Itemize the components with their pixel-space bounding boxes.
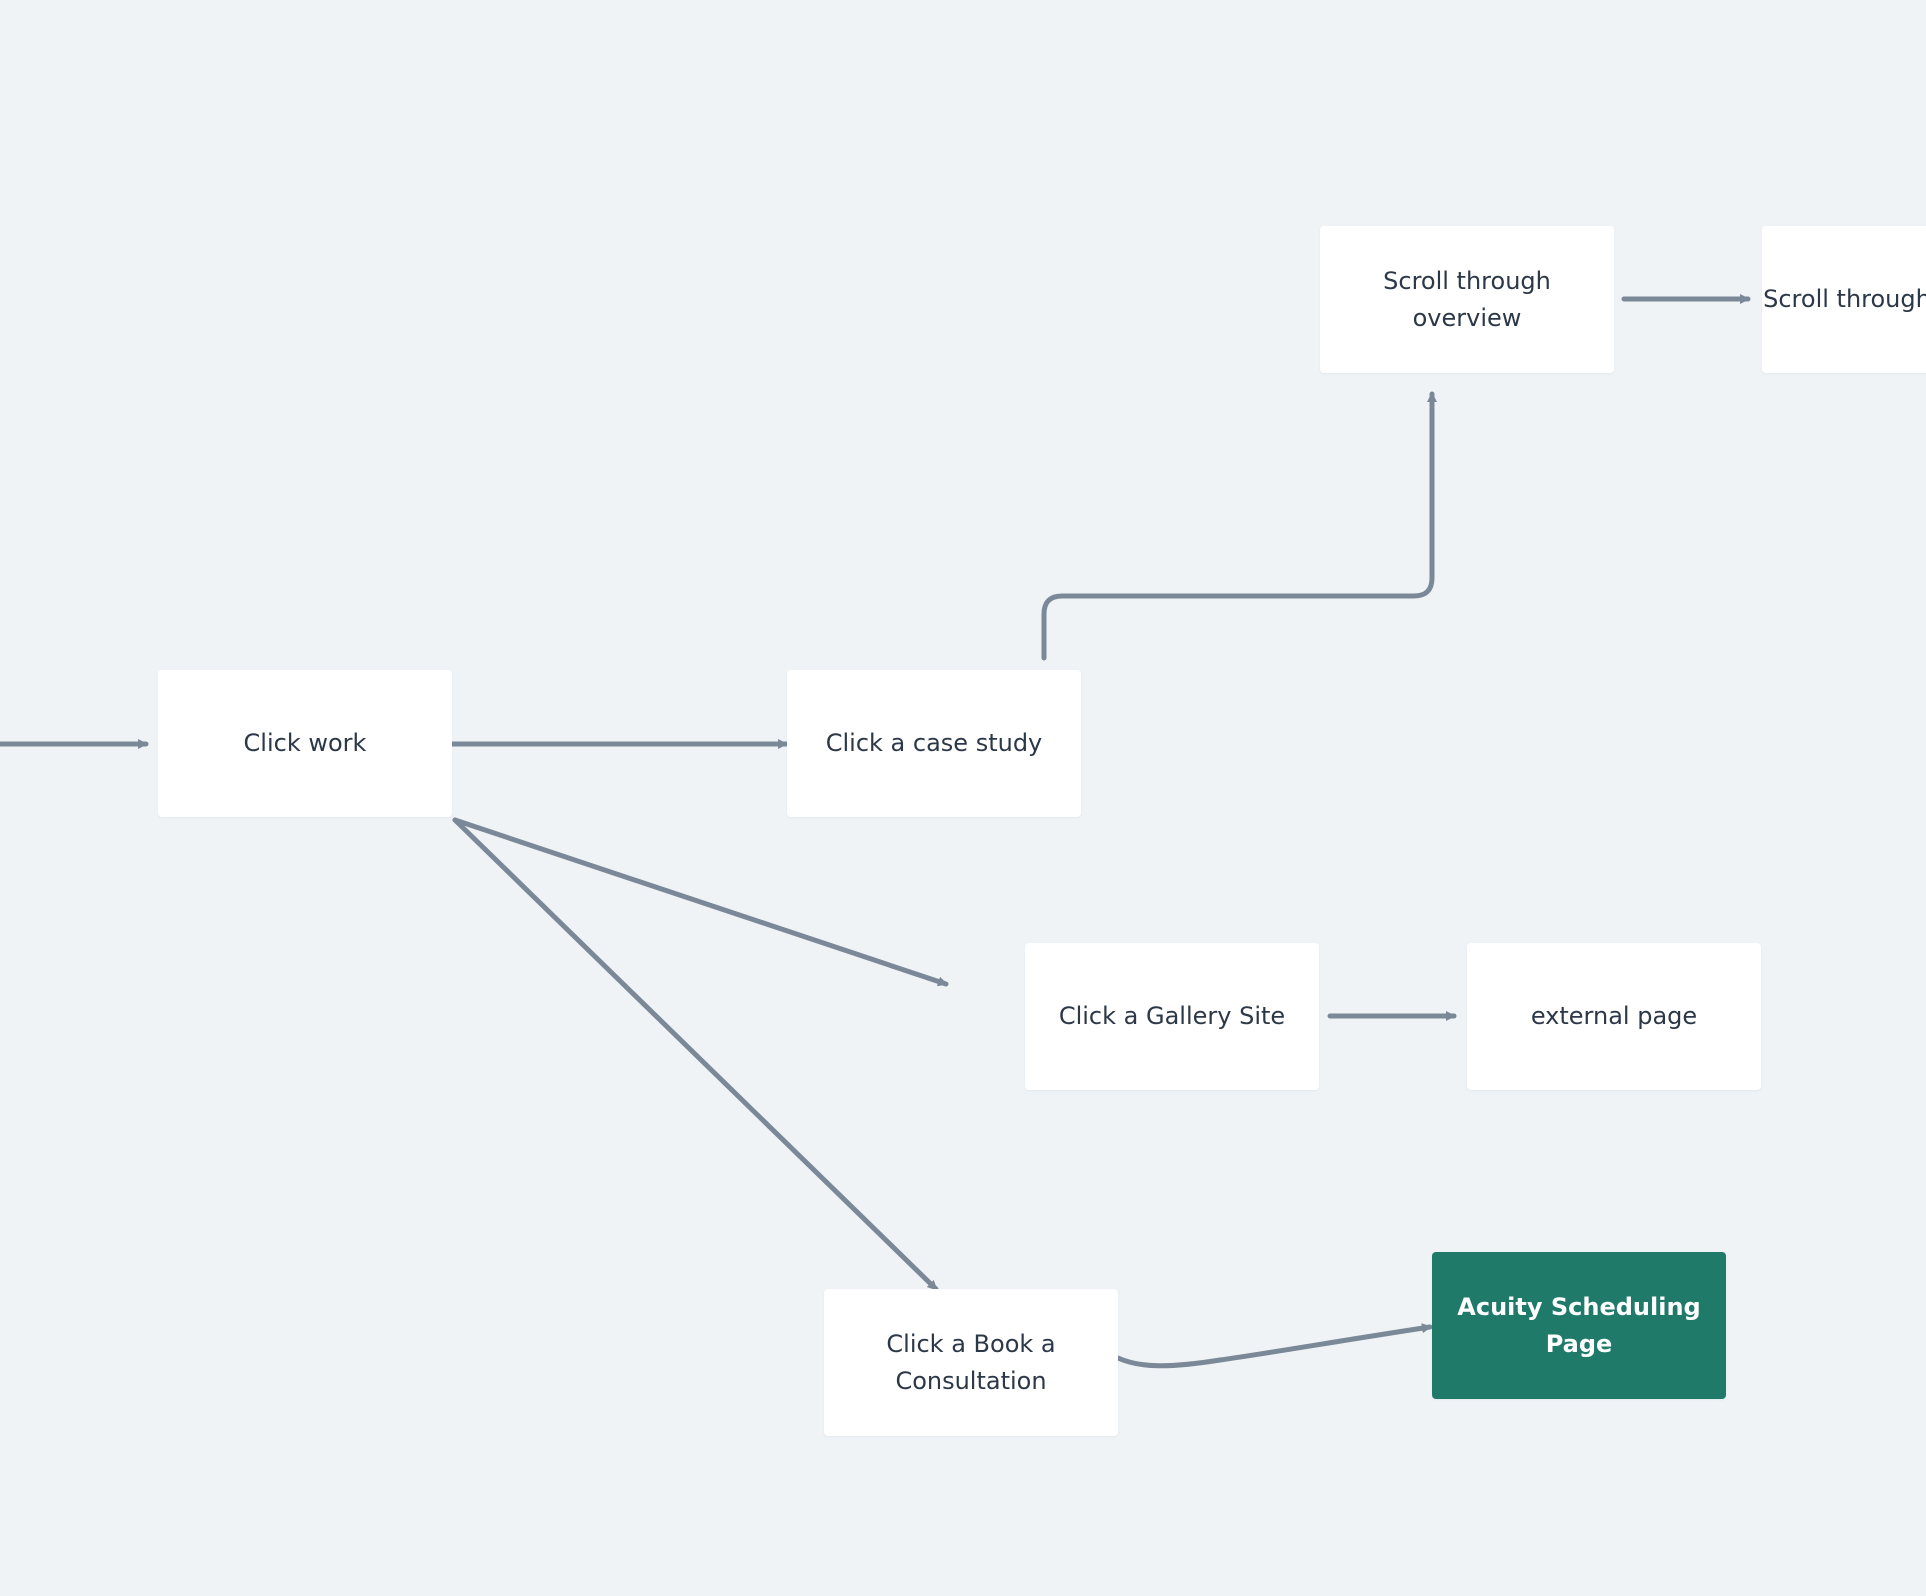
node-click-work[interactable]: Click work bbox=[158, 670, 452, 817]
node-label: Scroll through challenge bbox=[1763, 285, 1926, 313]
node-label: Click a case study bbox=[825, 729, 1043, 757]
node-label: external page bbox=[1530, 1002, 1698, 1030]
node-label: Scroll through overview bbox=[1383, 266, 1551, 332]
node-acuity-scheduling-page[interactable]: Acuity Scheduling Page bbox=[1432, 1252, 1726, 1399]
connector-case-study-to-overview[interactable] bbox=[1041, 391, 1437, 661]
node-external-page[interactable]: external page bbox=[1467, 943, 1761, 1090]
node-click-a-gallery-site[interactable]: Click a Gallery Site bbox=[1025, 943, 1319, 1090]
connector-click-work-to-gallery[interactable] bbox=[452, 817, 949, 987]
node-click-a-case-study[interactable]: Click a case study bbox=[787, 670, 1081, 817]
connector-book-consultation-to-acuity[interactable] bbox=[1115, 1323, 1433, 1369]
node-scroll-through-overview[interactable]: Scroll through overview bbox=[1320, 226, 1614, 373]
node-label: Click work bbox=[243, 729, 367, 757]
node-label: Acuity Scheduling Page bbox=[1457, 1292, 1701, 1358]
node-label: Click a Book a Consultation bbox=[886, 1329, 1056, 1395]
node-click-a-book-a-consultation[interactable]: Click a Book a Consultation bbox=[824, 1289, 1118, 1436]
node-scroll-through-challenge[interactable]: Scroll through challenge bbox=[1762, 226, 1926, 373]
connector-click-work-to-book-consultation[interactable] bbox=[452, 817, 939, 1292]
node-label: Click a Gallery Site bbox=[1058, 1002, 1286, 1030]
